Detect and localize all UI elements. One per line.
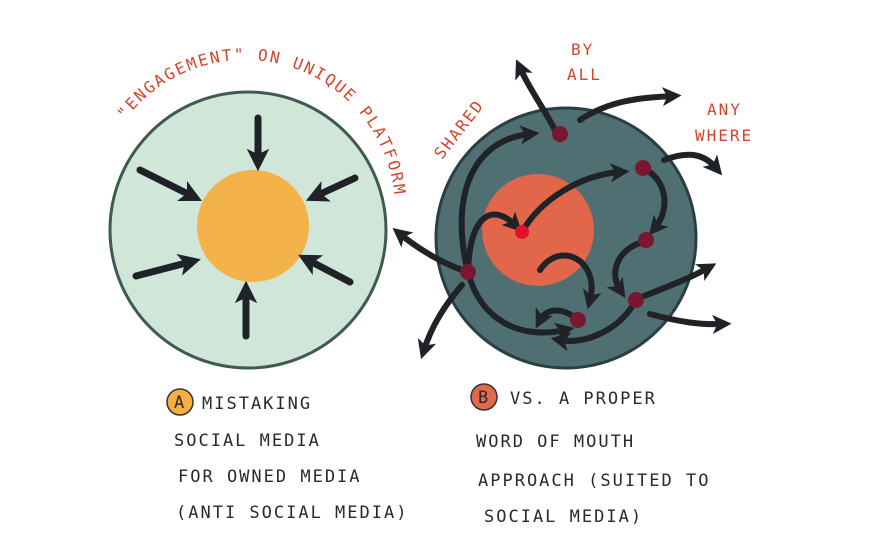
arrow-out-right-top [577,87,682,123]
label-where: WHERE [695,126,753,145]
node [460,264,476,280]
arrow-bottom-left [132,253,201,280]
label-all: ALL [567,65,602,84]
label-by: BY [571,40,594,59]
arrow-flow-5 [606,239,646,298]
badge-b [470,383,498,411]
node [638,232,654,248]
arrow-out-right-mid [641,263,717,299]
arrow-flow-9 [550,297,639,352]
label-any: ANY [707,100,742,119]
caption-a-line-3: FOR OWNED MEDIA [178,467,362,487]
arrow-top-right [305,174,359,202]
badge-a-letter: A [174,393,186,413]
arrow-flow-3 [519,163,630,235]
node [628,292,644,308]
arrow-flow-2 [465,211,522,275]
caption-a-line-2: SOCIAL MEDIA [174,431,321,451]
arrow-out-right [661,151,723,176]
caption-a-line-1: MISTAKING [202,394,312,414]
badge-b-letter: B [478,388,490,408]
arrow-flow-1 [458,125,540,275]
inner-circle-a [197,170,309,282]
inward-arrows [132,114,359,340]
caption-b: B VS. A PROPER WORD OF MOUTH APPROACH (S… [470,383,710,527]
caption-b-line-4: SOCIAL MEDIA) [484,507,643,527]
diagram-b: SHARED BY ALL ANY WHERE [392,40,753,370]
caption-b-line-1: VS. A PROPER [510,389,657,409]
node-source [515,225,529,239]
arrow-flow-6 [537,252,602,310]
diagram-a: "ENGAGEMENT" ON UNIQUE PLATFORM [108,45,407,370]
node [635,160,651,176]
arrow-out-up [515,59,559,135]
arrow-bottom-right [298,254,354,286]
node [552,126,568,142]
caption-b-line-2: WORD OF MOUTH [476,432,635,452]
share-nodes [460,126,654,328]
flow-arrows [392,59,732,360]
caption-b-line-3: APPROACH (SUITED TO [478,471,710,491]
arrow-top-left [136,166,203,202]
caption-a-line-4: (ANTI SOCIAL MEDIA) [176,503,408,523]
arrow-out-left [392,228,465,273]
arrow-out-right-low [647,311,732,335]
badge-a [166,388,194,416]
caption-a: A MISTAKING SOCIAL MEDIA FOR OWNED MEDIA… [166,388,408,523]
arrow-out-down-left [417,282,465,360]
node [570,312,586,328]
arrow-flow-7 [465,269,575,342]
